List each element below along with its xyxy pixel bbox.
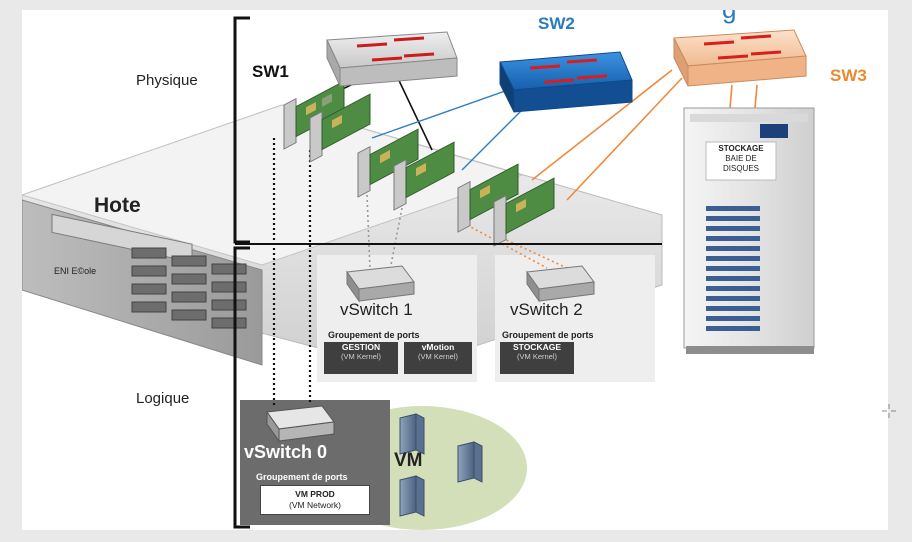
diagram-canvas: Physique Logique Hote ENI E©ole SW1 SW2 …	[22, 10, 888, 530]
portgroup-title: STOCKAGE	[512, 342, 562, 352]
vswitch2-icon	[526, 265, 595, 303]
host-label: Hote	[94, 194, 141, 217]
sw2-switch	[499, 51, 633, 113]
sw1-switch	[326, 31, 458, 87]
vswitch1-icon	[346, 265, 415, 303]
vswitch2-name: vSwitch 2	[510, 300, 583, 319]
vm-server-icon	[399, 413, 425, 455]
arrows-icon	[529, 58, 608, 84]
crosshair-cursor-icon	[882, 404, 896, 418]
links-vswitch1	[366, 194, 403, 271]
nic-cards	[283, 80, 555, 247]
portgroup-gestion: GESTION (VM Kernel)	[324, 342, 398, 374]
storage-line-1: STOCKAGE	[718, 144, 764, 153]
sw3-switch	[673, 29, 807, 87]
logical-bracket	[233, 246, 250, 529]
vswitch0-name: vSwitch 0	[244, 442, 328, 462]
links-sw3	[531, 69, 758, 201]
vswitch0-group-label: Groupement de ports	[256, 472, 348, 482]
portgroup-vmotion: vMotion (VM Kernel)	[404, 342, 472, 374]
storage-array	[683, 107, 815, 354]
sw3-label: SW3	[830, 66, 867, 85]
sw1-label: SW1	[252, 62, 289, 81]
arrows-icon	[703, 34, 782, 60]
portgroup-title: GESTION	[341, 342, 381, 352]
portgroup-title: VM PROD	[295, 489, 335, 499]
physical-bracket	[233, 16, 250, 244]
portgroup-sub: (VM Kernel)	[516, 352, 557, 361]
vswitch1-group-label: Groupement de ports	[328, 330, 420, 340]
vm-server-icon	[457, 441, 483, 483]
vswitch1-name: vSwitch 1	[340, 300, 413, 319]
portgroup-sub: (VM Kernel)	[417, 352, 458, 361]
portgroup-title: vMotion	[421, 342, 455, 352]
portgroup-sub: (VM Network)	[289, 500, 341, 510]
cropped-top-letter: g	[722, 10, 736, 25]
vswitch2-group-label: Groupement de ports	[502, 330, 594, 340]
sw2-label: SW2	[538, 14, 575, 33]
storage-label: STOCKAGE BAIE DE DISQUES	[706, 144, 776, 174]
portgroup-stockage: STOCKAGE (VM Kernel)	[500, 342, 574, 374]
logical-layer-label: Logique	[136, 390, 190, 407]
portgroup-vm-prod: VM PROD (VM Network)	[260, 485, 370, 515]
eni-label: ENI E©ole	[54, 266, 97, 276]
vswitch0-icon	[266, 405, 335, 443]
physical-layer-label: Physique	[136, 72, 198, 89]
portgroup-sub: (VM Kernel)	[340, 352, 381, 361]
storage-line-3: DISQUES	[722, 164, 759, 173]
arrows-icon	[356, 36, 435, 62]
vm-label: VM	[394, 450, 423, 471]
vm-server-icon	[399, 475, 425, 517]
storage-line-2: BAIE DE	[725, 154, 757, 163]
